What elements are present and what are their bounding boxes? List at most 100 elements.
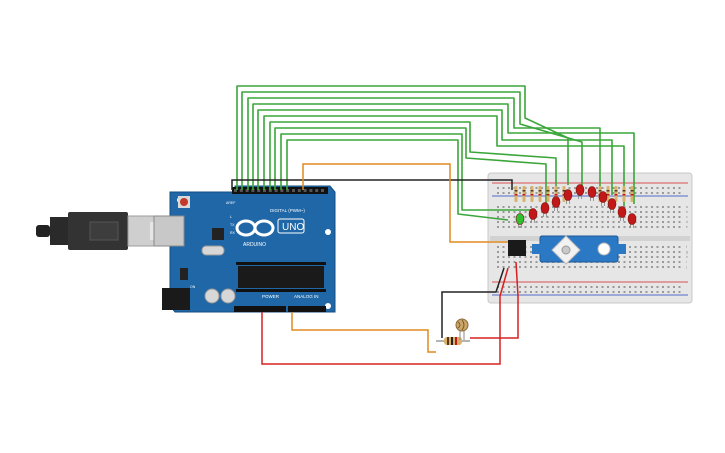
digital-pin-hole[interactable] bbox=[286, 189, 290, 192]
breadboard-hole bbox=[513, 206, 516, 208]
wire-green[interactable] bbox=[252, 103, 635, 204]
breadboard-hole bbox=[590, 266, 593, 268]
breadboard-hole bbox=[585, 266, 587, 268]
led-red[interactable] bbox=[540, 202, 550, 214]
breadboard-hole bbox=[662, 187, 664, 189]
breadboard-hole bbox=[568, 221, 571, 223]
breadboard-hole bbox=[524, 286, 527, 288]
breadboard-hole bbox=[502, 226, 505, 228]
wire-red-5v[interactable] bbox=[261, 267, 509, 365]
led-red[interactable] bbox=[528, 208, 538, 220]
wire-black-gnd[interactable] bbox=[441, 267, 505, 338]
breadboard-hole bbox=[667, 251, 670, 253]
breadboard-hole bbox=[629, 206, 631, 208]
breadboard-hole bbox=[623, 286, 626, 288]
wire-green[interactable] bbox=[241, 91, 583, 190]
wire-green[interactable] bbox=[247, 97, 601, 190]
resistor-ldr[interactable] bbox=[436, 337, 470, 345]
wire-green[interactable] bbox=[263, 115, 625, 206]
led-red[interactable] bbox=[563, 189, 573, 201]
digital-pin-hole[interactable] bbox=[274, 189, 278, 192]
breadboard-hole bbox=[513, 291, 516, 293]
breadboard-hole bbox=[563, 286, 565, 288]
breadboard-hole bbox=[563, 291, 565, 293]
digital-pin-hole[interactable] bbox=[309, 189, 313, 192]
breadboard-hole bbox=[513, 261, 516, 263]
breadboard-hole bbox=[601, 291, 604, 293]
breadboard-hole bbox=[640, 266, 642, 268]
led-green[interactable] bbox=[515, 213, 525, 225]
digital-pin-hole[interactable] bbox=[263, 189, 266, 192]
digital-pin-hole[interactable] bbox=[268, 189, 272, 192]
arduino-board[interactable]: ARDUINO UNO DIGITAL (PWM~) POWER ANALOG … bbox=[153, 185, 336, 313]
breadboard-hole bbox=[557, 192, 560, 194]
breadboard-hole bbox=[623, 266, 626, 268]
led-red[interactable] bbox=[551, 196, 561, 208]
breadboard-hole bbox=[579, 291, 582, 293]
wire-black-gnd-top[interactable] bbox=[231, 179, 513, 190]
wire-green[interactable] bbox=[257, 109, 613, 195]
breadboard-hole bbox=[656, 206, 659, 208]
photoresistor[interactable] bbox=[455, 318, 469, 340]
breadboard-hole bbox=[678, 221, 681, 223]
digital-pin-hole[interactable] bbox=[251, 189, 255, 192]
digital-pin-hole[interactable] bbox=[234, 189, 237, 192]
wire-green[interactable] bbox=[274, 127, 547, 206]
breadboard-hole bbox=[678, 211, 681, 213]
led-red[interactable] bbox=[587, 186, 597, 198]
led-red[interactable] bbox=[607, 198, 617, 210]
wire-green[interactable] bbox=[269, 121, 557, 200]
green-wires[interactable] bbox=[236, 85, 635, 221]
capacitor bbox=[220, 288, 236, 304]
servo-motor[interactable] bbox=[508, 235, 626, 265]
breadboard-hole bbox=[596, 211, 598, 213]
led-red[interactable] bbox=[617, 206, 627, 218]
digital-pin-hole[interactable] bbox=[297, 189, 301, 192]
led-red[interactable] bbox=[575, 184, 585, 196]
breadboard-hole bbox=[640, 246, 642, 248]
breadboard-hole bbox=[552, 286, 554, 288]
breadboard-hole bbox=[508, 187, 510, 189]
wire-orange-servo-signal[interactable] bbox=[302, 163, 510, 243]
digital-pin-hole[interactable] bbox=[303, 189, 307, 192]
breadboard-hole bbox=[502, 246, 505, 248]
digital-pin-hole[interactable] bbox=[315, 189, 319, 192]
breadboard-hole bbox=[640, 216, 642, 218]
breadboard-hole bbox=[607, 286, 609, 288]
digital-pin-hole[interactable] bbox=[239, 189, 243, 192]
digital-pin-hole[interactable] bbox=[280, 189, 284, 192]
breadboard-hole bbox=[662, 286, 664, 288]
breadboard-hole bbox=[645, 256, 648, 258]
digital-pin-header[interactable] bbox=[232, 187, 328, 194]
l-label: L bbox=[230, 215, 232, 219]
breadboard-hole bbox=[667, 286, 670, 288]
breadboard-hole bbox=[579, 216, 582, 218]
breadboard-hole bbox=[662, 246, 664, 248]
breadboard-hole bbox=[596, 286, 598, 288]
breadboard-hole bbox=[656, 211, 659, 213]
power-analog-pin-header[interactable] bbox=[234, 306, 326, 312]
breadboard-hole bbox=[524, 261, 527, 263]
digital-pin-hole[interactable] bbox=[257, 189, 261, 192]
wire-green[interactable] bbox=[286, 139, 509, 221]
breadboard-hole bbox=[585, 291, 587, 293]
breadboard-hole bbox=[618, 266, 620, 268]
wire-red-ldr[interactable] bbox=[470, 261, 519, 339]
breadboard-hole bbox=[618, 256, 620, 258]
breadboard-hole bbox=[530, 226, 532, 228]
breadboard-hole bbox=[535, 291, 538, 293]
breadboard-hole bbox=[590, 226, 593, 228]
breadboard-hole bbox=[634, 211, 637, 213]
digital-pin-hole[interactable] bbox=[245, 189, 249, 192]
wire-orange-analog[interactable] bbox=[291, 312, 436, 353]
breadboard-hole bbox=[667, 261, 670, 263]
breadboard-hole bbox=[640, 286, 642, 288]
digital-pin-hole[interactable] bbox=[292, 189, 295, 192]
led-red[interactable] bbox=[627, 213, 637, 225]
breadboard-hole bbox=[645, 251, 648, 253]
digital-pin-hole[interactable] bbox=[321, 189, 324, 192]
breadboard-hole bbox=[640, 251, 642, 253]
breadboard-hole bbox=[552, 226, 554, 228]
led-red[interactable] bbox=[598, 191, 608, 203]
usb-cable[interactable] bbox=[36, 212, 165, 250]
